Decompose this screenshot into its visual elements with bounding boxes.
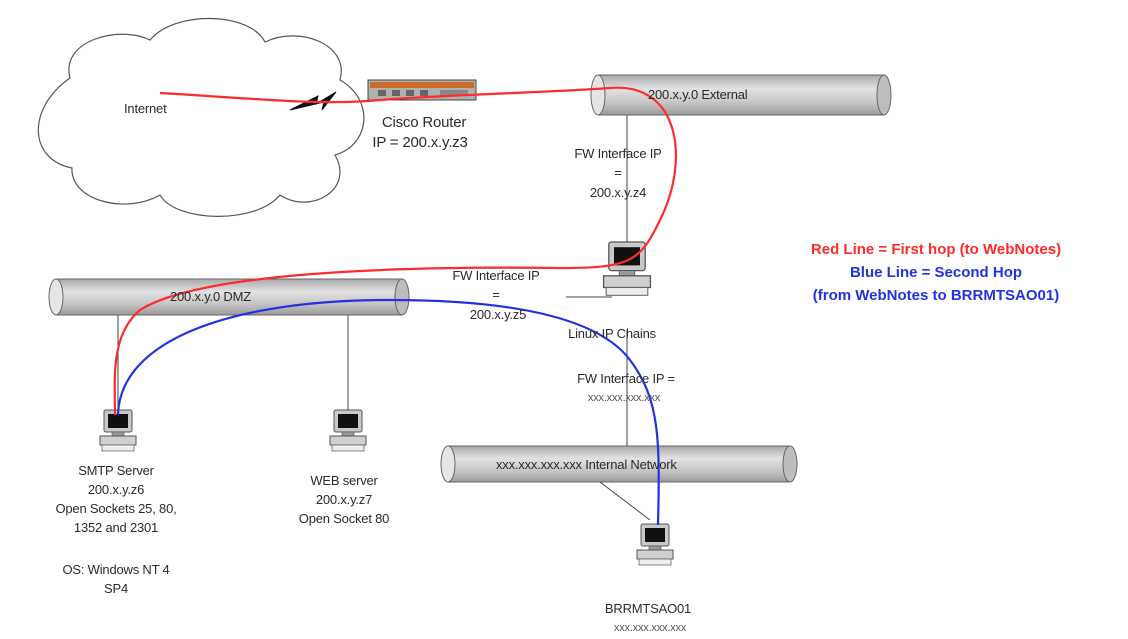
firewall-computer-icon — [602, 241, 652, 296]
smtp-os1: OS: Windows NT 4 — [62, 562, 170, 577]
fw-dmz-label: FW Interface IP — [452, 268, 540, 283]
brrmtsao01-ip: xxx.xxx.xxx.xxx — [613, 622, 687, 634]
fw-ext-label: FW Interface IP — [574, 146, 662, 161]
dmz-segment-label: 200.x.y.0 DMZ — [170, 289, 251, 304]
red-first-hop-path — [113, 86, 678, 416]
legend-blue-1: Blue Line = Second Hop — [849, 264, 1023, 281]
smtp-server-icon — [99, 409, 137, 452]
web-line1: WEB server — [310, 473, 378, 488]
web-line3: Open Socket 80 — [298, 511, 390, 526]
legend-red: Red Line = First hop (to WebNotes) — [810, 241, 1062, 258]
fw-ext-eq: = — [614, 165, 622, 180]
legend-blue-2: (from WebNotes to BRRMTSAO01) — [812, 287, 1060, 304]
external-segment-label: 200.x.y.0 External — [648, 87, 748, 102]
smtp-line4: 1352 and 2301 — [73, 520, 159, 535]
fw-int-ip: xxx.xxx.xxx.xxx — [587, 392, 661, 404]
smtp-os2: SP4 — [104, 581, 128, 596]
external-segment-pipe — [590, 74, 892, 116]
smtp-line1: SMTP Server — [78, 463, 154, 478]
connector-lines — [117, 115, 651, 521]
smtp-line3: Open Sockets 25, 80, — [55, 501, 177, 516]
firewall-name: Linux IP Chains — [568, 326, 656, 341]
dmz-segment-pipe — [48, 278, 410, 316]
internet-cloud — [37, 17, 365, 217]
blue-second-hop-path — [116, 298, 660, 526]
router-ip: IP = 200.x.y.z3 — [372, 134, 468, 151]
router-name: Cisco Router — [381, 114, 467, 131]
fw-dmz-ip: 200.x.y.z5 — [469, 307, 527, 322]
brrmtsao01-icon — [636, 523, 674, 566]
internal-segment-label: xxx.xxx.xxx.xxx Internal Network — [496, 457, 677, 472]
fw-ext-ip: 200.x.y.z4 — [589, 185, 647, 200]
web-line2: 200.x.y.z7 — [315, 492, 373, 507]
smtp-line2: 200.x.y.z6 — [87, 482, 145, 497]
fw-dmz-eq: = — [492, 287, 500, 302]
fw-int-label: FW Interface IP = — [577, 371, 675, 386]
internal-segment-pipe — [440, 445, 798, 483]
brrmtsao01-name: BRRMTSAO01 — [604, 601, 692, 616]
internet-label: Internet — [124, 101, 167, 116]
web-server-icon — [329, 409, 367, 452]
